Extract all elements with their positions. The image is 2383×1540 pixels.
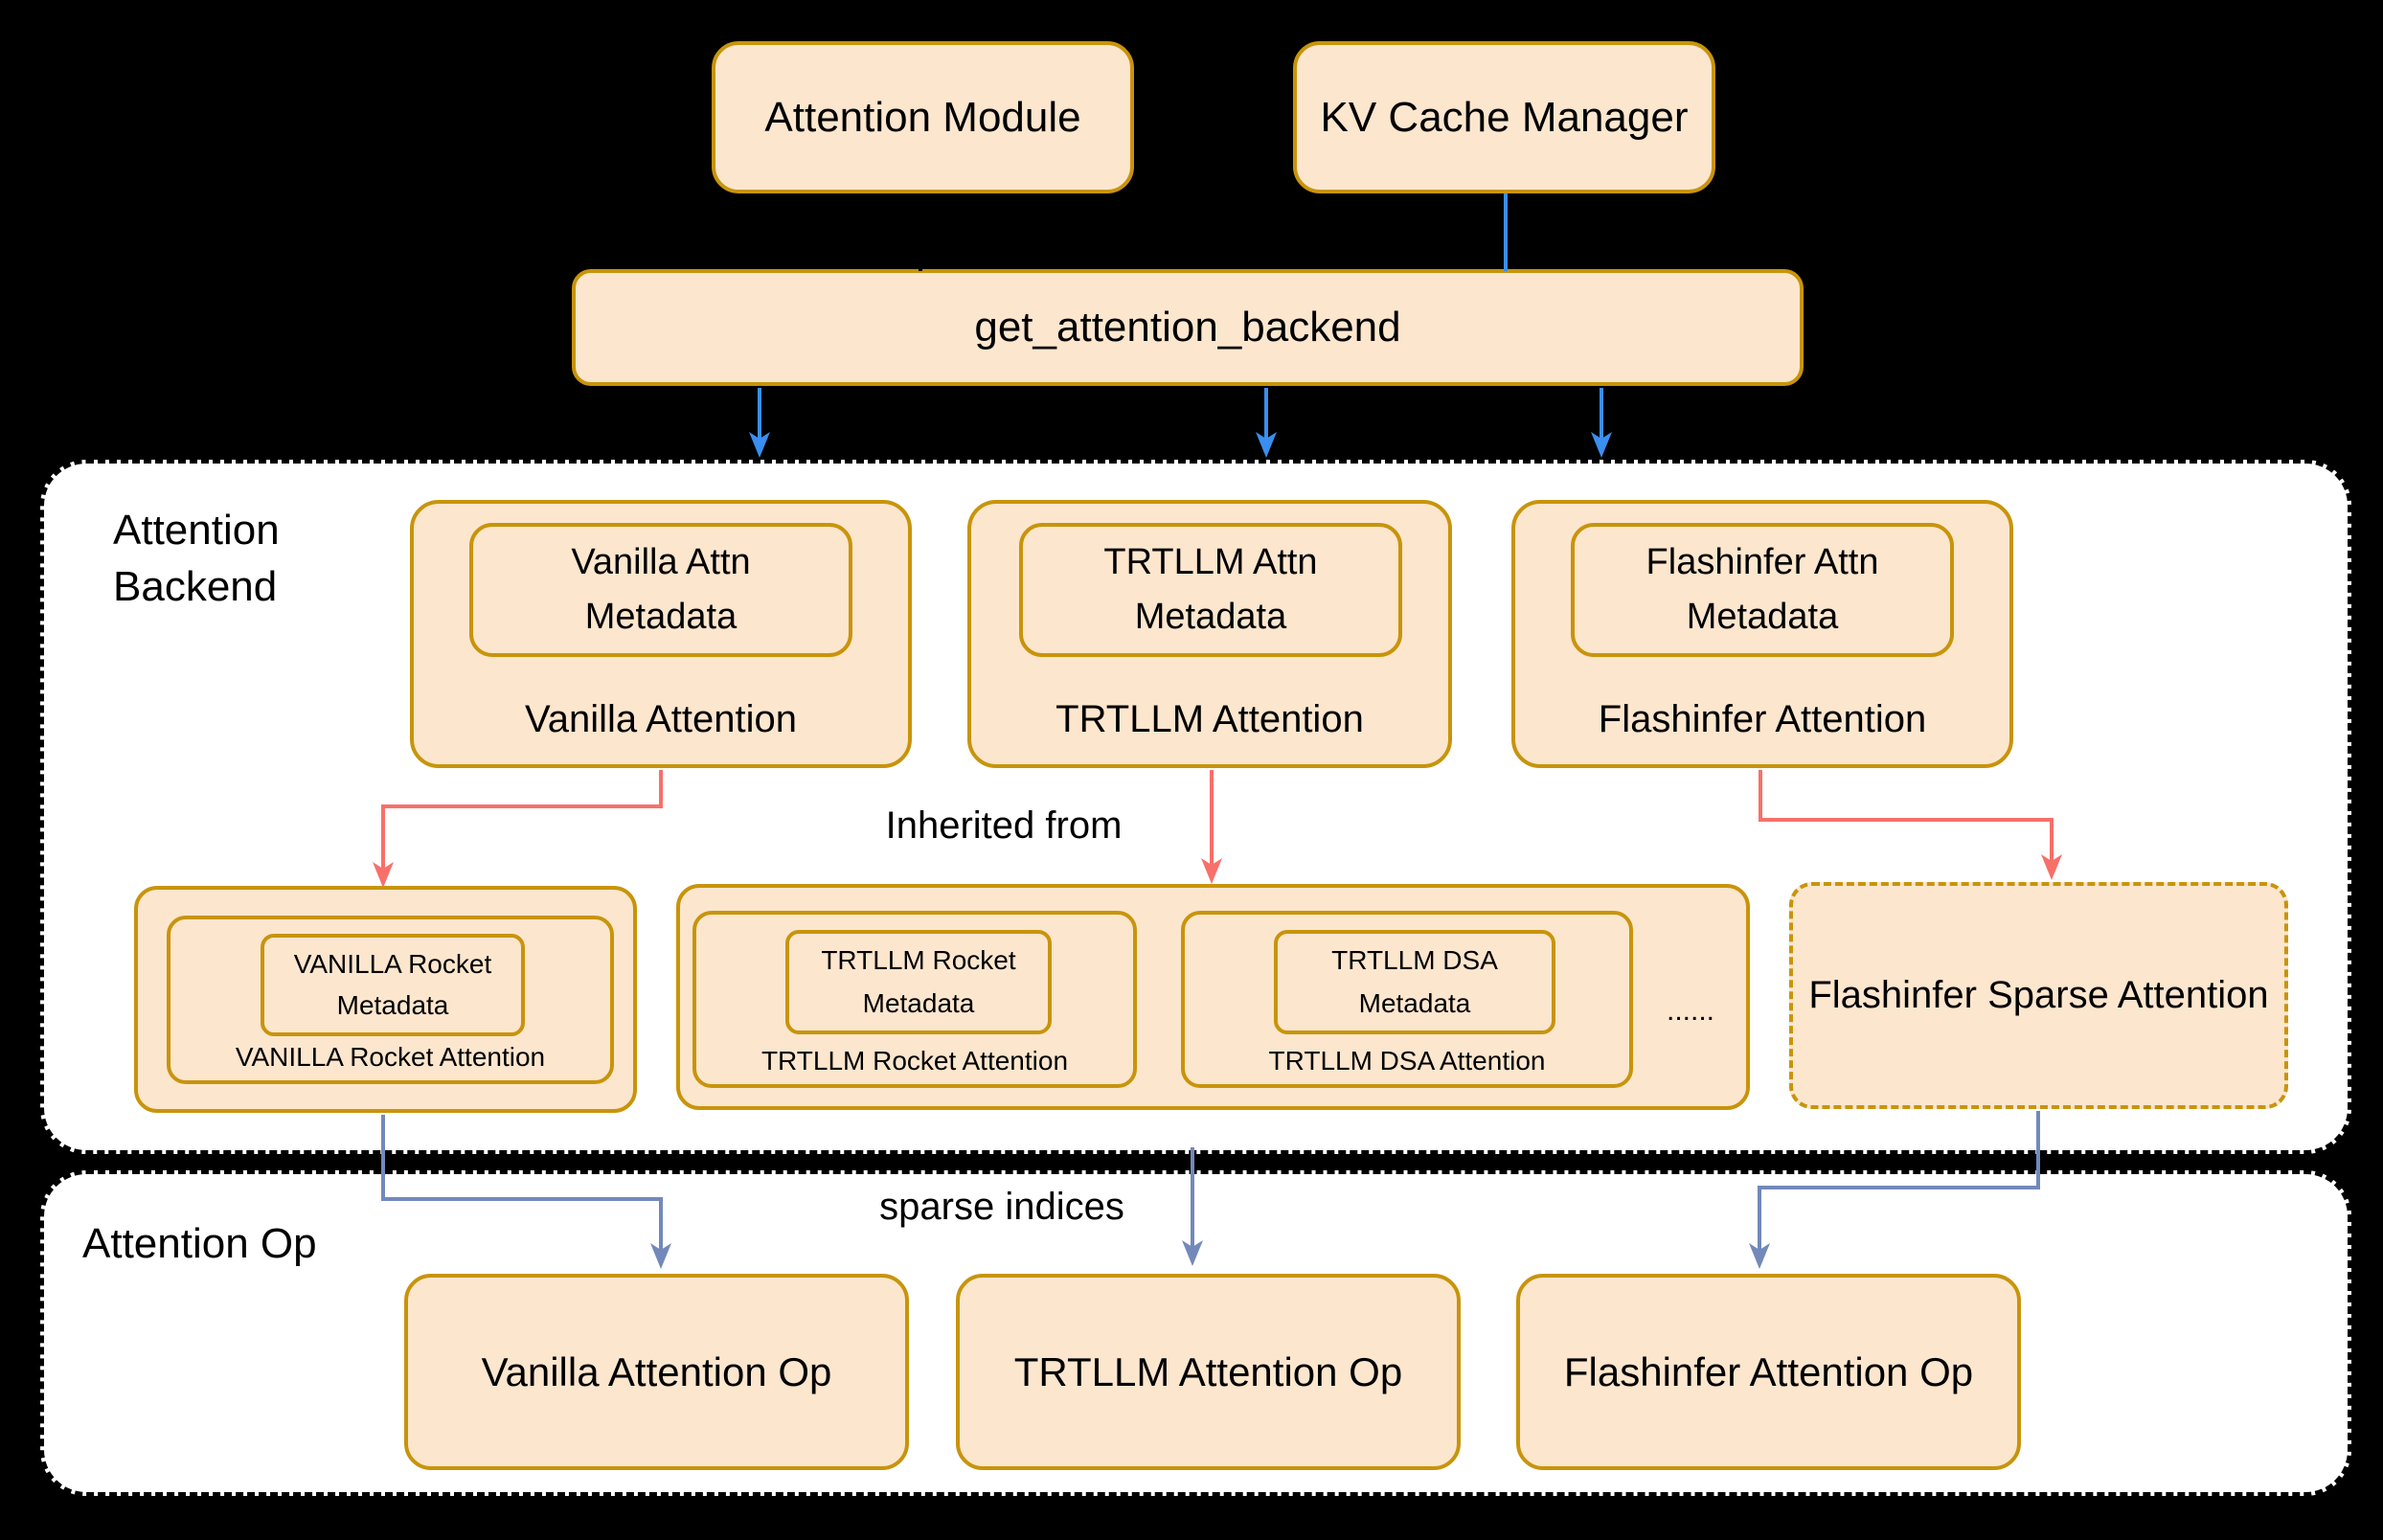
more-backends-ellipsis: ...... (1666, 995, 1714, 1027)
kv-cache-manager-label: KV Cache Manager (1320, 93, 1689, 141)
trtllm-dsa-metadata-line2: Metadata (1358, 987, 1471, 1018)
trtllm-dsa-metadata-line1: TRTLLM DSA (1331, 945, 1498, 976)
attention-module-label: Attention Module (764, 93, 1081, 141)
trtllm-attention-op-label: TRTLLM Attention Op (1013, 1348, 1403, 1394)
trtllm-dsa-metadata-node: TRTLLM DSA Metadata (1274, 930, 1555, 1034)
trtllm-rocket-attention-node: TRTLLM Rocket Metadata TRTLLM Rocket Att… (692, 911, 1137, 1088)
vanilla-attention-op-node: Vanilla Attention Op (404, 1274, 909, 1470)
vanilla-rocket-attention-label: VANILLA Rocket Attention (235, 1042, 546, 1072)
vanilla-attn-metadata-node: Vanilla Attn Metadata (469, 523, 852, 657)
attention-backend-section-label-line2: Backend (113, 563, 278, 611)
flashinfer-sparse-attention-node: Flashinfer Sparse Attention (1789, 882, 2288, 1109)
vanilla-attention-label: Vanilla Attention (525, 698, 797, 740)
trtllm-dsa-attention-node: TRTLLM DSA Metadata TRTLLM DSA Attention (1181, 911, 1633, 1088)
trtllm-attn-metadata-node: TRTLLM Attn Metadata (1019, 523, 1402, 657)
inherited-from-edge-label: Inherited from (885, 804, 1123, 847)
vanilla-attention-node: Vanilla Attn Metadata Vanilla Attention (410, 500, 912, 768)
kv-cache-manager-node: KV Cache Manager (1293, 41, 1715, 193)
trtllm-attn-metadata-line2: Metadata (1134, 597, 1287, 637)
trtllm-dsa-attention-label: TRTLLM DSA Attention (1268, 1046, 1546, 1076)
flashinfer-attn-metadata-line1: Flashinfer Attn (1645, 542, 1879, 582)
flashinfer-attn-metadata-line2: Metadata (1686, 597, 1839, 637)
attention-backend-section-label: Attention Backend (113, 502, 280, 616)
vanilla-rocket-metadata-node: VANILLA Rocket Metadata (261, 934, 525, 1036)
trtllm-attention-node: TRTLLM Attn Metadata TRTLLM Attention (967, 500, 1452, 768)
flashinfer-attention-label: Flashinfer Attention (1598, 698, 1927, 740)
trtllm-attention-label: TRTLLM Attention (1055, 698, 1364, 740)
trtllm-rocket-attention-label: TRTLLM Rocket Attention (760, 1046, 1069, 1076)
flashinfer-attn-metadata-node: Flashinfer Attn Metadata (1571, 523, 1954, 657)
attention-backend-section-label-line1: Attention (113, 507, 280, 554)
vanilla-attn-metadata-line1: Vanilla Attn (571, 542, 751, 582)
trtllm-derived-group-node: TRTLLM Rocket Metadata TRTLLM Rocket Att… (676, 884, 1750, 1110)
trtllm-attn-metadata-line1: TRTLLM Attn (1103, 542, 1318, 582)
get-attention-backend-node: get_attention_backend (572, 269, 1804, 386)
vanilla-attention-op-label: Vanilla Attention Op (481, 1348, 832, 1394)
trtllm-rocket-metadata-node: TRTLLM Rocket Metadata (785, 930, 1052, 1034)
vanilla-rocket-metadata-line1: VANILLA Rocket (293, 948, 492, 979)
flashinfer-attention-node: Flashinfer Attn Metadata Flashinfer Atte… (1511, 500, 2013, 768)
get-attention-backend-label: get_attention_backend (974, 304, 1401, 351)
flashinfer-sparse-attention-label: Flashinfer Sparse Attention (1808, 974, 2269, 1016)
flashinfer-attention-op-label: Flashinfer Attention Op (1563, 1348, 1974, 1394)
trtllm-rocket-metadata-line1: TRTLLM Rocket (821, 945, 1016, 976)
vanilla-rocket-outer-node: VANILLA Rocket Metadata VANILLA Rocket A… (134, 886, 637, 1113)
attention-op-section-label: Attention Op (82, 1220, 317, 1267)
vanilla-rocket-metadata-line2: Metadata (336, 990, 449, 1021)
dispatcher-to-backend-arrows (749, 388, 1612, 458)
vanilla-attn-metadata-line2: Metadata (584, 597, 738, 637)
attention-module-node: Attention Module (712, 41, 1134, 193)
vanilla-rocket-attention-node: VANILLA Rocket Metadata VANILLA Rocket A… (167, 916, 614, 1084)
sparse-indices-edge-label: sparse indices (879, 1186, 1124, 1228)
flashinfer-attention-op-node: Flashinfer Attention Op (1516, 1274, 2021, 1470)
trtllm-attention-op-node: TRTLLM Attention Op (956, 1274, 1461, 1470)
trtllm-rocket-metadata-line2: Metadata (862, 987, 975, 1018)
